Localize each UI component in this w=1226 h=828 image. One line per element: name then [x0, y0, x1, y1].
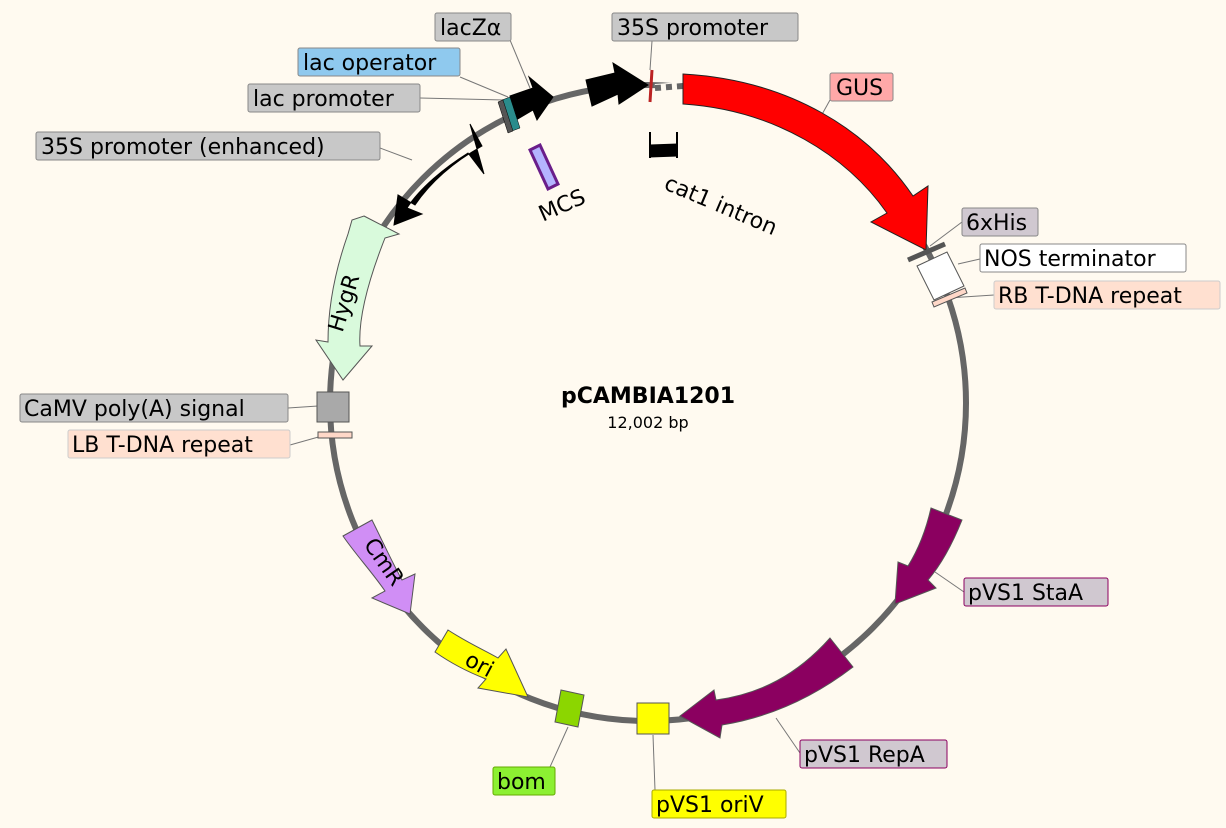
svg-text:35S promoter (enhanced): 35S promoter (enhanced) — [41, 135, 325, 160]
feature-35s-promoter-enhanced[interactable] — [393, 123, 485, 226]
label-pvs1-oriv: pVS1 oriV — [651, 789, 787, 819]
feature-cat1-intron-label: cat1 intron — [660, 171, 780, 241]
feature-6xhis[interactable] — [907, 241, 946, 263]
svg-text:LB T-DNA repeat: LB T-DNA repeat — [72, 433, 253, 458]
feature-lb-repeat[interactable] — [317, 431, 353, 439]
feature-mcs[interactable] — [528, 142, 560, 192]
feature-rb-repeat[interactable] — [931, 287, 968, 308]
label-rb-repeat: RB T-DNA repeat — [993, 280, 1221, 310]
feature-nos-terminator[interactable] — [916, 251, 965, 301]
label-nos-terminator: NOS terminator — [979, 243, 1187, 273]
feature-cmr[interactable] — [342, 519, 416, 615]
label-bom: bom — [492, 766, 556, 796]
feature-cat1-intron[interactable] — [649, 132, 678, 158]
label-pvs1-repa: pVS1 RepA — [799, 739, 948, 769]
feature-pvs1-staa[interactable] — [894, 507, 963, 605]
label-lac-operator: lac operator — [297, 47, 461, 77]
label-lacz-alpha: lacZα — [434, 12, 512, 42]
feature-pvs1-repa[interactable] — [679, 637, 854, 739]
feature-lac-promoter[interactable] — [497, 99, 514, 134]
feature-bom[interactable] — [554, 689, 585, 728]
svg-text:lac promoter: lac promoter — [253, 87, 395, 112]
svg-text:CaMV poly(A) signal: CaMV poly(A) signal — [24, 397, 245, 422]
label-35s-promoter-enhanced: 35S promoter (enhanced) — [35, 131, 381, 161]
label-lb-repeat: LB T-DNA repeat — [67, 429, 291, 459]
svg-text:lacZα: lacZα — [440, 16, 501, 41]
svg-text:NOS terminator: NOS terminator — [984, 247, 1157, 272]
label-pvs1-staa: pVS1 StaA — [963, 577, 1109, 607]
feature-hygr[interactable] — [314, 215, 401, 381]
svg-text:pVS1 StaA: pVS1 StaA — [968, 581, 1083, 606]
backbone-dashed-segment-dashes — [654, 83, 684, 91]
svg-text:RB T-DNA repeat: RB T-DNA repeat — [998, 284, 1182, 309]
feature-lacz-alpha[interactable] — [509, 75, 554, 122]
svg-text:pVS1 RepA: pVS1 RepA — [804, 743, 925, 768]
svg-text:6xHis: 6xHis — [966, 211, 1027, 236]
feature-35s-promoter[interactable] — [585, 61, 649, 107]
svg-text:35S promoter: 35S promoter — [617, 16, 769, 41]
label-camv-polya: CaMV poly(A) signal — [19, 393, 289, 423]
feature-ori[interactable] — [434, 629, 529, 698]
label-gus: GUS — [829, 72, 894, 102]
feature-35s-marker — [648, 69, 654, 103]
label-6xhis: 6xHis — [961, 207, 1039, 237]
svg-text:lac operator: lac operator — [303, 51, 437, 76]
label-lac-promoter: lac promoter — [247, 83, 421, 113]
label-35s-promoter: 35S promoter — [611, 12, 799, 42]
feature-pvs1-oriv[interactable] — [636, 702, 670, 735]
feature-camv-polya[interactable] — [316, 391, 350, 423]
plasmid-size: 12,002 bp — [607, 413, 688, 432]
svg-text:GUS: GUS — [836, 76, 883, 101]
svg-text:pVS1 oriV: pVS1 oriV — [656, 793, 764, 818]
svg-text:bom: bom — [497, 770, 546, 795]
plasmid-name: pCAMBIA1201 — [561, 384, 735, 409]
feature-mcs-label: MCS — [535, 185, 589, 227]
